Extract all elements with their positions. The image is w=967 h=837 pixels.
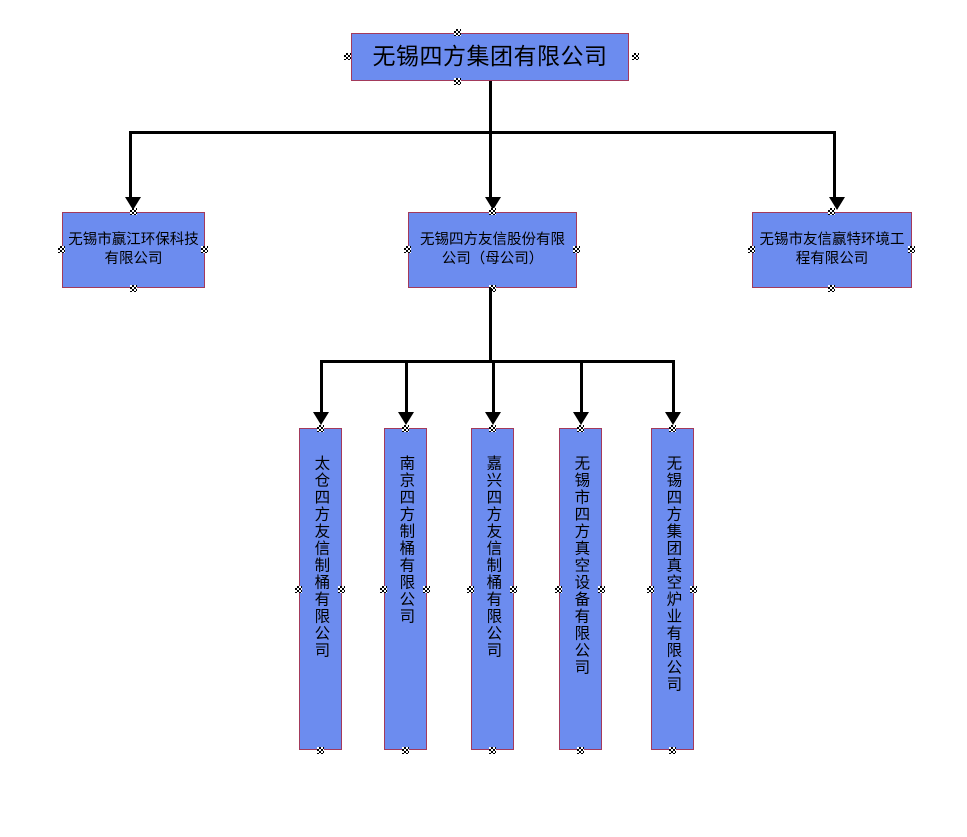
connector-level3-bus: [320, 360, 675, 363]
connector-l2-2-stem: [489, 288, 492, 363]
selection-handle[interactable]: [669, 425, 676, 432]
selection-handle[interactable]: [489, 425, 496, 432]
node-l3-2-label: 南京四方制桶有限公司: [397, 455, 415, 625]
selection-handle[interactable]: [58, 246, 65, 253]
node-l2-1-label: 无锡市赢江环保科技有限公司: [68, 232, 199, 267]
node-l3-3[interactable]: 嘉兴四方友信制桶有限公司: [471, 428, 514, 750]
selection-handle[interactable]: [317, 425, 324, 432]
selection-handle[interactable]: [454, 78, 461, 85]
node-l2-3[interactable]: 无锡市友信赢特环境工程有限公司: [752, 212, 912, 288]
node-root[interactable]: 无锡四方集团有限公司: [351, 33, 629, 81]
node-l3-4[interactable]: 无锡市四方真空设备有限公司: [559, 428, 602, 750]
selection-handle[interactable]: [828, 208, 835, 215]
selection-handle[interactable]: [573, 246, 580, 253]
selection-handle[interactable]: [577, 425, 584, 432]
selection-handle[interactable]: [669, 747, 676, 754]
connector-drop-l3-4: [580, 360, 583, 415]
connector-drop-l3-2: [405, 360, 408, 415]
connector-drop-l3-3: [492, 360, 495, 415]
selection-handle[interactable]: [690, 586, 697, 593]
connector-root-stem: [489, 81, 492, 133]
arrowhead-l3-4: [573, 412, 589, 425]
arrowhead-l3-5: [665, 412, 681, 425]
arrowhead-l3-1: [313, 412, 329, 425]
selection-handle[interactable]: [317, 747, 324, 754]
node-l2-1[interactable]: 无锡市赢江环保科技有限公司: [62, 212, 205, 288]
selection-handle[interactable]: [467, 586, 474, 593]
node-l3-3-label: 嘉兴四方友信制桶有限公司: [484, 455, 502, 659]
selection-handle[interactable]: [402, 747, 409, 754]
connector-level2-bus: [129, 131, 836, 134]
node-l3-1-label: 太仓四方友信制桶有限公司: [312, 455, 330, 659]
selection-handle[interactable]: [647, 586, 654, 593]
selection-handle[interactable]: [402, 425, 409, 432]
arrowhead-l2-3: [829, 197, 845, 210]
selection-handle[interactable]: [130, 208, 137, 215]
arrowhead-l3-3: [485, 412, 501, 425]
selection-handle[interactable]: [598, 586, 605, 593]
connector-drop-l3-1: [320, 360, 323, 415]
selection-handle[interactable]: [555, 586, 562, 593]
node-l3-1[interactable]: 太仓四方友信制桶有限公司: [299, 428, 342, 750]
selection-handle[interactable]: [489, 285, 496, 292]
node-root-label: 无锡四方集团有限公司: [372, 44, 608, 70]
selection-handle[interactable]: [908, 246, 915, 253]
selection-handle[interactable]: [423, 586, 430, 593]
selection-handle[interactable]: [489, 208, 496, 215]
selection-handle[interactable]: [404, 246, 411, 253]
arrowhead-l2-1: [125, 197, 141, 210]
selection-handle[interactable]: [344, 53, 351, 60]
node-l3-5[interactable]: 无锡四方集团真空炉业有限公司: [651, 428, 694, 750]
selection-handle[interactable]: [130, 285, 137, 292]
selection-handle[interactable]: [454, 29, 461, 36]
connector-drop-l2-1: [129, 131, 132, 199]
connector-drop-l3-5: [672, 360, 675, 415]
selection-handle[interactable]: [295, 586, 302, 593]
node-l3-5-label: 无锡四方集团真空炉业有限公司: [664, 455, 682, 693]
connector-drop-l2-3: [833, 131, 836, 199]
selection-handle[interactable]: [201, 246, 208, 253]
selection-handle[interactable]: [489, 747, 496, 754]
connector-drop-l2-2: [489, 131, 492, 199]
node-l3-4-label: 无锡市四方真空设备有限公司: [572, 455, 590, 676]
selection-handle[interactable]: [577, 747, 584, 754]
selection-handle[interactable]: [510, 586, 517, 593]
node-l2-3-label: 无锡市友信赢特环境工程有限公司: [759, 232, 905, 267]
node-l2-2[interactable]: 无锡四方友信股份有限公司（母公司）: [408, 212, 577, 288]
selection-handle[interactable]: [828, 285, 835, 292]
selection-handle[interactable]: [338, 586, 345, 593]
arrowhead-l3-2: [398, 412, 414, 425]
selection-handle[interactable]: [632, 53, 639, 60]
node-l3-2[interactable]: 南京四方制桶有限公司: [384, 428, 427, 750]
arrowhead-l2-2: [485, 197, 501, 210]
node-l2-2-label: 无锡四方友信股份有限公司（母公司）: [420, 232, 565, 267]
selection-handle[interactable]: [380, 586, 387, 593]
selection-handle[interactable]: [748, 246, 755, 253]
